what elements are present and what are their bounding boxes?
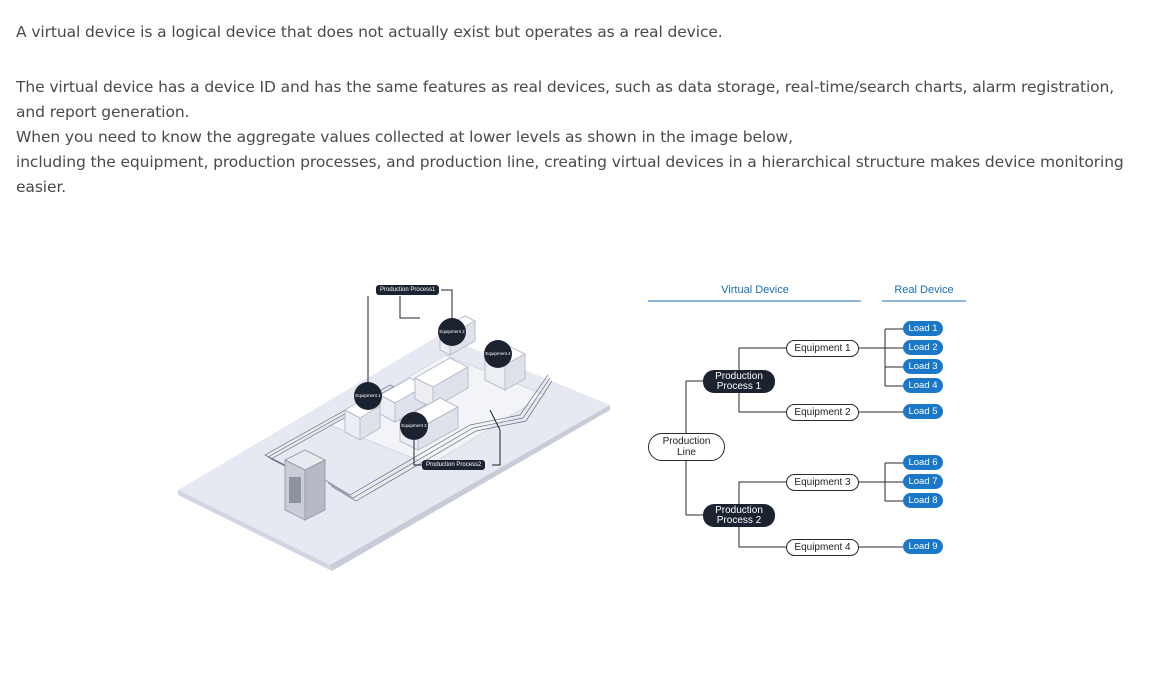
load-4-badge: Load 4 xyxy=(903,378,943,393)
intro-line: and report generation. xyxy=(16,103,190,121)
equipment4-callout: Equipment 4 xyxy=(484,340,512,368)
load-6-badge: Load 6 xyxy=(903,455,943,470)
virtual-device-header: Virtual Device xyxy=(721,284,789,296)
intro-paragraph-2: The virtual device has a device ID and h… xyxy=(16,75,1126,200)
equipment-4-node: Equipment 4 xyxy=(786,539,859,556)
equipment-1-node: Equipment 1 xyxy=(786,340,859,357)
equipment2-callout: Equipment 2 xyxy=(438,318,466,346)
equipment-2-node: Equipment 2 xyxy=(786,404,859,421)
process2-callout: Production Process2 xyxy=(422,460,486,470)
intro-line: The virtual device has a device ID and h… xyxy=(16,78,1115,96)
equipment-3-node: Equipment 3 xyxy=(786,474,859,491)
intro-paragraph-1: A virtual device is a logical device tha… xyxy=(16,20,1126,45)
intro-line: including the equipment, production proc… xyxy=(16,153,1124,171)
production-line-node: Production Line xyxy=(648,433,725,461)
load-1-badge: Load 1 xyxy=(903,321,943,336)
real-device-header: Real Device xyxy=(894,284,954,296)
callout-lines xyxy=(367,289,501,466)
load-2-badge: Load 2 xyxy=(903,340,943,355)
equipment1-callout: Equipment 1 xyxy=(354,382,382,410)
load-8-badge: Load 8 xyxy=(903,493,943,508)
production-process-1-node: Production Process 1 xyxy=(703,370,775,393)
load-5-badge: Load 5 xyxy=(903,404,943,419)
intro-line: A virtual device is a logical device tha… xyxy=(16,23,723,41)
intro-line: easier. xyxy=(16,178,67,196)
process1-callout: Production Process1 xyxy=(376,285,440,295)
production-process-2-node: Production Process 2 xyxy=(703,504,775,527)
load-3-badge: Load 3 xyxy=(903,359,943,374)
floor-edge-right xyxy=(330,405,610,571)
equipment3-callout: Equipment 3 xyxy=(400,412,428,440)
floor-edge-left xyxy=(178,490,332,571)
load-7-badge: Load 7 xyxy=(903,474,943,489)
cables xyxy=(264,374,553,502)
control-cabinet xyxy=(283,449,327,521)
load-9-badge: Load 9 xyxy=(903,539,943,554)
tree-connectors xyxy=(685,328,903,548)
intro-line: When you need to know the aggregate valu… xyxy=(16,128,793,146)
